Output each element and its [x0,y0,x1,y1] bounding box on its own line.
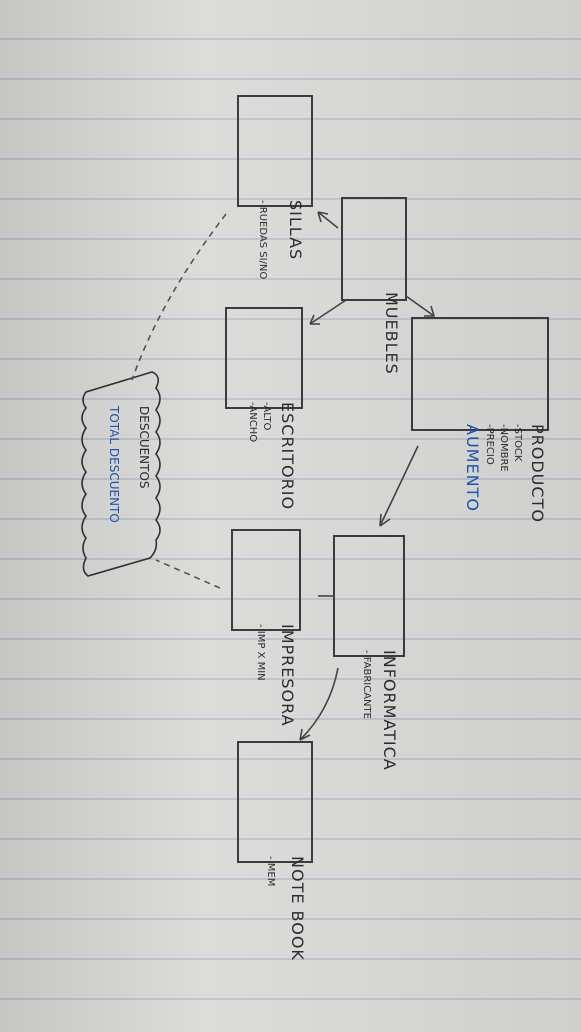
producto-title: PRODUCTO [528,424,547,523]
informatica-title: INFORMATICA [380,650,399,771]
producto-attr-nombre: -NOMBRE [498,424,509,472]
arrowhead-escritorio [309,314,320,325]
edges [131,211,436,741]
escritorio-attr-alto: -ALTO [261,402,272,431]
note-descuentos: DESCUENTOS TOTAL DESCUENTO [81,371,161,577]
edge-notebook-to-informatica [299,667,339,741]
node-producto: PRODUCTO -STOCK -NOMBRE -PRECIO AUMENTO [411,317,549,523]
edge-escritorio-to-muebles [309,299,347,325]
node-informatica: INFORMATICA - FABRICANTE [333,535,405,771]
arrowhead-informatica [379,513,391,527]
note-line-total-descuento: TOTAL DESCUENTO [107,405,121,523]
dashed-impresora-to-note [155,559,221,589]
notebook-attr-mem: - MEM [265,856,276,886]
edge-informatica-to-producto [379,445,419,527]
impresora-title: IMPRESORA [278,624,297,727]
node-muebles: MUEBLES [341,197,407,375]
informatica-attr-fabricante: - FABRICANTE [361,650,372,719]
producto-method-aumento: AUMENTO [463,424,482,512]
node-escritorio: ESCRITORIO -ALTO -ANCHO [225,307,303,510]
note-line-descuentos: DESCUENTOS [137,406,151,489]
producto-attr-precio: -PRECIO [484,424,495,465]
node-impresora: IMPRESORA - IMP X MIN [231,529,301,727]
arrowhead-notebook [299,728,311,741]
impresora-attr-imp-min: - IMP X MIN [255,624,266,681]
arrowhead-producto [424,305,436,317]
arrowhead-sillas [317,211,329,223]
dashed-sillas-to-note [131,213,227,381]
escritorio-title: ESCRITORIO [278,402,297,510]
node-notebook: NOTE BOOK - MEM [237,741,313,961]
sillas-title: SILLAS [286,200,305,260]
producto-attr-stock: -STOCK [512,424,523,462]
edge-sillas-to-muebles [317,211,339,229]
sillas-attr-ruedas: - RUEDAS SI/NO [257,200,268,279]
muebles-title: MUEBLES [382,292,401,375]
notebook-title: NOTE BOOK [288,856,307,961]
edge-muebles-to-producto [405,295,435,317]
node-sillas: SILLAS - RUEDAS SI/NO [237,95,313,279]
escritorio-attr-ancho: -ANCHO [247,402,258,442]
